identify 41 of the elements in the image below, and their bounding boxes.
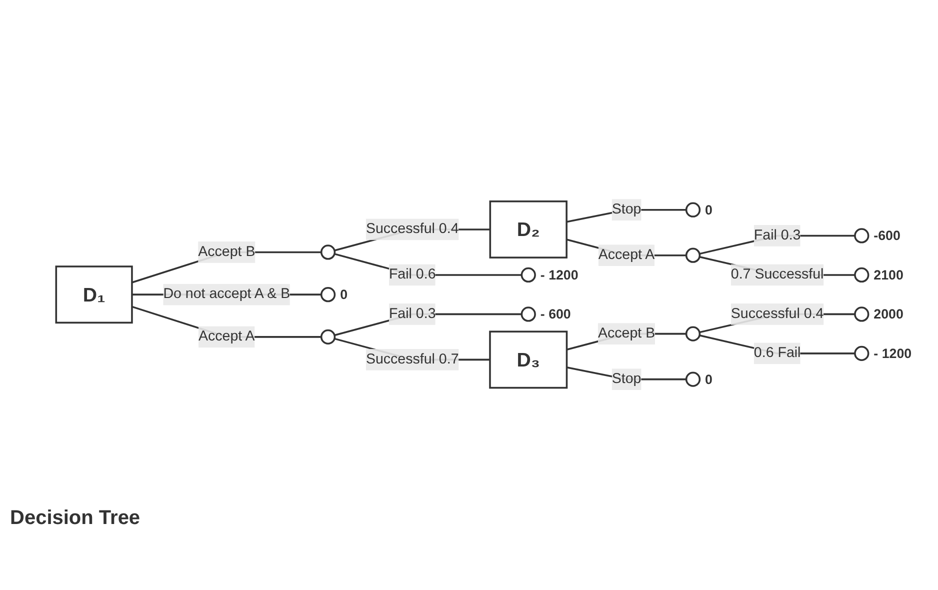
payoff-value: - 600 bbox=[540, 307, 571, 322]
node-circle bbox=[854, 268, 870, 283]
edge-label: Successful 0.7 bbox=[366, 352, 459, 368]
edge-label: 0.6 Fail bbox=[754, 346, 801, 362]
payoff-value: 0 bbox=[705, 202, 712, 218]
node-circle bbox=[685, 202, 701, 218]
edge-label: Accept B bbox=[198, 244, 256, 260]
payoff-value: -600 bbox=[874, 228, 900, 244]
edge-label: Do not accept A & B bbox=[163, 286, 290, 302]
edge-label: Fail 0.3 bbox=[388, 306, 436, 322]
node-circle bbox=[320, 330, 336, 345]
payoff-value: 2100 bbox=[874, 268, 904, 283]
payoff-value: - 1200 bbox=[874, 346, 912, 362]
node-box: D₂ bbox=[489, 200, 568, 259]
node-circle bbox=[320, 287, 336, 303]
edge-label: Accept B bbox=[598, 326, 656, 342]
payoff-value: 0 bbox=[340, 287, 348, 302]
edge-label: Accept A bbox=[198, 329, 255, 345]
edge-label: Stop bbox=[612, 372, 642, 387]
node-circle bbox=[520, 307, 536, 322]
node-box: D₁ bbox=[55, 266, 133, 324]
node-circle bbox=[685, 326, 701, 342]
node-circle bbox=[854, 307, 870, 322]
payoff-value: 0 bbox=[705, 372, 712, 388]
node-circle bbox=[854, 228, 870, 244]
diagram-title: Decision Tree bbox=[10, 507, 140, 530]
node-box: D₃ bbox=[489, 331, 568, 390]
edge-label: Fail 0.6 bbox=[388, 267, 436, 283]
edge-label: Accept A bbox=[598, 248, 655, 263]
payoff-value: 2000 bbox=[874, 307, 904, 322]
edge-label: Successful 0.4 bbox=[730, 306, 824, 322]
node-circle bbox=[685, 248, 701, 264]
edge-label: Fail 0.3 bbox=[754, 228, 801, 244]
edge-label: Successful 0.4 bbox=[366, 222, 459, 238]
edge-label: Stop bbox=[612, 202, 642, 218]
edge-label: 0.7 Successful bbox=[730, 267, 824, 283]
payoff-value: - 1200 bbox=[540, 268, 578, 283]
node-circle bbox=[320, 245, 336, 260]
node-circle bbox=[685, 372, 701, 388]
node-circle bbox=[854, 346, 870, 362]
node-circle bbox=[520, 268, 536, 283]
